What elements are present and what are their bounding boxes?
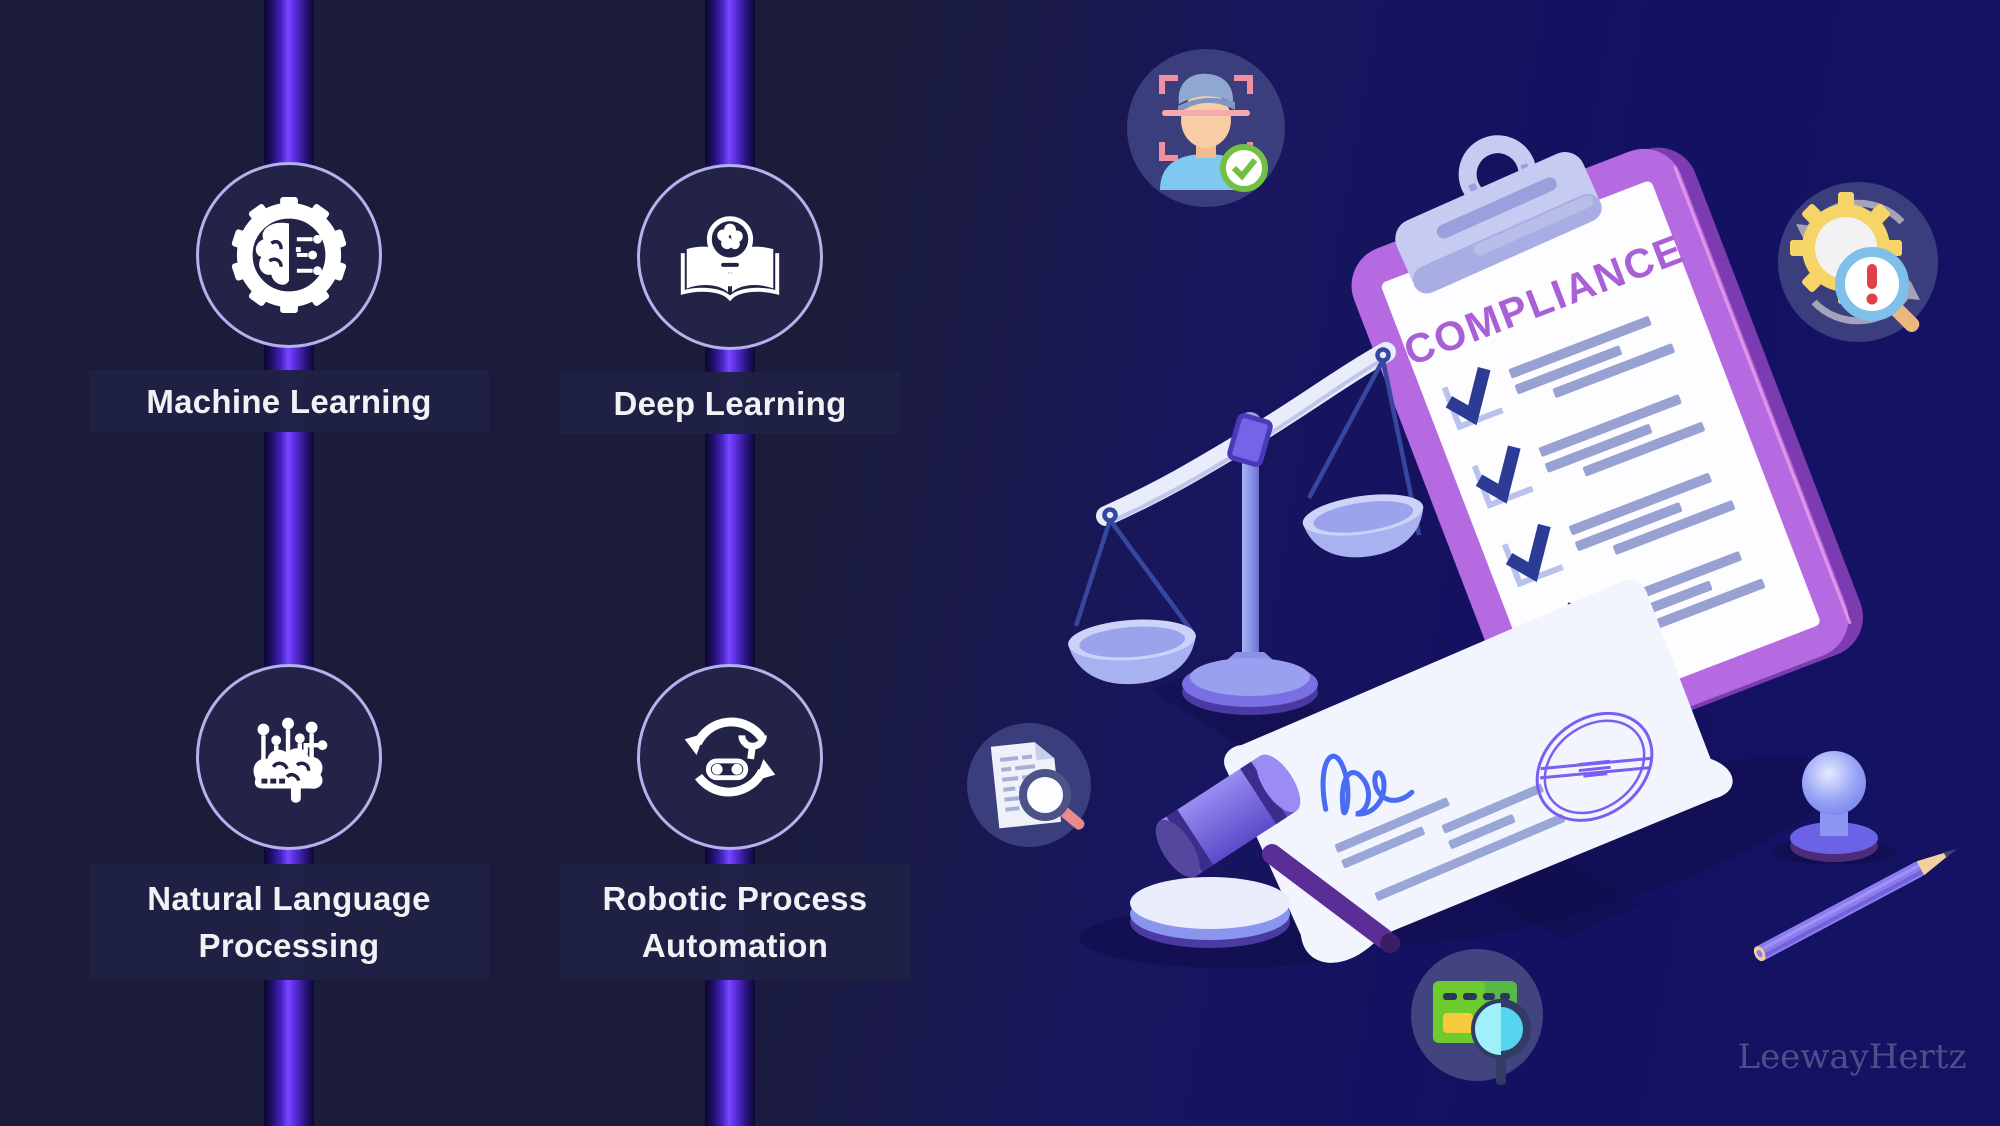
node-deep-learning <box>637 164 823 350</box>
brain-circuit-icon <box>253 717 328 803</box>
node-robotic-process-automation <box>637 664 823 850</box>
machine-learning-label-text: Machine Learning <box>146 382 432 420</box>
nlp-label-line2: Processing <box>198 927 380 964</box>
right-pan <box>1302 494 1424 558</box>
gear-brain-icon <box>231 196 347 314</box>
book-lightbulb-icon <box>680 216 780 302</box>
compliance-clipboard: COMPLIANCE <box>1351 135 1863 756</box>
compliance-illustration: COMPLIANCE <box>967 49 1967 1085</box>
checklist-row <box>1501 473 1735 588</box>
robotic-process-automation-label: Robotic Process Automation <box>560 864 910 980</box>
deep-learning-label-text: Deep Learning <box>613 384 847 422</box>
left-pan <box>1068 619 1196 685</box>
magnifier-icon <box>1019 769 1085 830</box>
document-lines <box>1334 783 1565 901</box>
clipboard-clip <box>1395 135 1602 294</box>
signature <box>1320 753 1415 817</box>
verified-check-icon <box>1220 144 1268 192</box>
deep-learning-label: Deep Learning <box>560 372 900 434</box>
node-machine-learning <box>196 162 382 348</box>
nlp-label-line1: Natural Language <box>147 880 431 917</box>
node-natural-language-processing <box>196 664 382 850</box>
brand-watermark: LeewayHertz <box>1737 1037 1966 1077</box>
automation-cycle-icon <box>684 717 776 797</box>
gavel <box>1130 754 1401 954</box>
signed-document <box>1224 579 1733 963</box>
checklist-row <box>1441 316 1675 431</box>
identity-verification-icon <box>1127 49 1285 207</box>
license-check-icon <box>1411 949 1543 1085</box>
checklist-row <box>1471 394 1705 509</box>
natural-language-processing-label: Natural Language Processing <box>89 864 489 980</box>
cyan-magnifier-icon <box>1471 999 1531 1085</box>
alert-magnifier-icon <box>1835 247 1920 333</box>
pencil <box>1753 849 1957 962</box>
rpa-label-line1: Robotic Process <box>602 880 868 917</box>
rpa-label-line2: Automation <box>641 927 829 964</box>
document-review-icon <box>967 723 1091 847</box>
risk-audit-icon <box>1778 182 1938 342</box>
notary-seal <box>1535 711 1654 822</box>
stamp <box>1790 751 1878 862</box>
machine-learning-label: Machine Learning <box>89 370 489 432</box>
scales-of-justice <box>1068 342 1424 715</box>
